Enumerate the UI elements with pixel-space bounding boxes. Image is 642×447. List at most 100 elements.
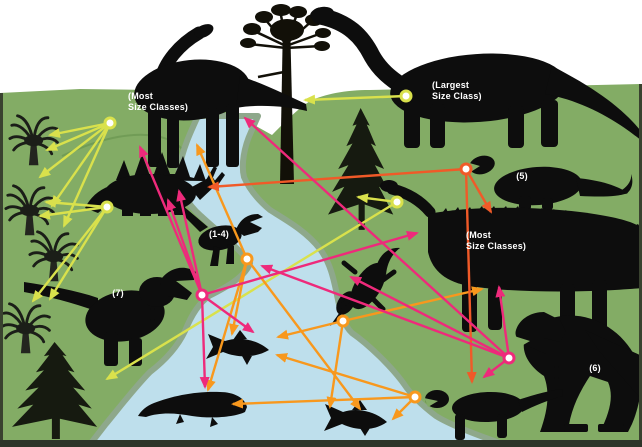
label-line: Size Classes) [128, 102, 188, 112]
leg [508, 106, 524, 148]
feeding-arrow-c5-23 [464, 168, 493, 214]
label-line: (1-4) [209, 229, 229, 239]
consumer-node-theropod-1-4 [240, 252, 254, 266]
neck [311, 7, 411, 95]
feeding-arrow-c2-5 [44, 197, 108, 209]
leg [497, 414, 507, 438]
feeding-arrow-c2-8 [48, 206, 109, 301]
feeding-arrow-c3-9 [356, 193, 398, 204]
theropod-5-silhouette [466, 155, 633, 210]
consumer-node-stegosaurus [100, 200, 114, 214]
label-line: (6) [589, 363, 601, 373]
feeding-arrow-c6-15 [246, 258, 362, 411]
feeding-arrow-c9-31 [495, 285, 511, 359]
neck [386, 183, 436, 218]
tail-tip [622, 174, 633, 194]
leg [541, 100, 558, 147]
feeding-arrow-c8-29 [201, 294, 255, 334]
leg [210, 246, 220, 266]
consumer-node-diplodocid [390, 195, 404, 209]
feeding-arrow-c1-4 [62, 122, 112, 228]
label-line: (Most [128, 91, 153, 101]
amphibian-silhouette [138, 391, 247, 427]
leg [176, 414, 184, 424]
consumer-node-theropod-7 [195, 288, 209, 302]
head [160, 267, 196, 300]
label-line: Size Class) [432, 91, 482, 101]
consumer-nodes-layer [100, 89, 516, 404]
foot [564, 424, 588, 432]
feeding-arrow-c1-0 [48, 121, 111, 138]
consumer-node-crocodile [336, 314, 350, 328]
arm [554, 366, 559, 379]
head [194, 24, 214, 38]
arm [150, 308, 155, 321]
feeding-arrow-c4-11 [303, 94, 407, 105]
feeding-arrow-c9-35 [260, 264, 510, 360]
leg [226, 104, 239, 167]
border-bottom [0, 440, 642, 447]
label-line: (7) [112, 288, 124, 298]
feeding-arrow-c1-3 [50, 122, 111, 208]
feeding-arrow-c6-12 [195, 143, 249, 260]
theropod-7-silhouette [24, 267, 196, 366]
largest-sauropod-label: (Largest Size Class) [432, 80, 482, 101]
back-plates [116, 152, 206, 181]
consumer-node-walking-theropod [408, 390, 422, 404]
feeding-arrow-c7-18 [342, 286, 484, 323]
leg [104, 332, 118, 366]
theropod-7-label: (7) [112, 288, 124, 298]
leg [206, 108, 219, 167]
tail [545, 66, 642, 142]
border-right [639, 84, 642, 447]
theropod-5-label: (5) [516, 171, 528, 181]
feeding-arrow-c7-17 [326, 320, 345, 409]
largest-sauropod-silhouette [310, 6, 642, 148]
body [198, 225, 242, 251]
diplodocid-silhouette [380, 180, 642, 332]
body [494, 166, 582, 206]
feeding-arrow-c1-2 [38, 122, 111, 179]
feeding-arrow-c9-32 [349, 275, 510, 360]
leg [404, 98, 420, 148]
leg [226, 244, 234, 264]
body [428, 207, 642, 292]
feeding-arrow-c8-26 [176, 189, 204, 296]
head [515, 312, 566, 354]
feeding-arrow-c5-22 [207, 167, 467, 192]
feeding-arrow-c5-24 [464, 168, 477, 384]
theropod-6-label: (6) [589, 363, 601, 373]
diplodocid-label: (Most Size Classes) [466, 230, 526, 251]
leg [519, 196, 531, 210]
body [85, 290, 165, 342]
label-line: (Largest [432, 80, 469, 90]
consumer-node-sauropod-left [103, 116, 117, 130]
body [452, 391, 524, 423]
consumer-node-largest-sauropod [399, 89, 413, 103]
theropod-1-4-label: (1-4) [209, 229, 229, 239]
feeding-arrows-layer [31, 94, 511, 421]
head [236, 214, 263, 236]
feeding-arrow-c10-21 [231, 395, 416, 409]
tail-spike [206, 166, 217, 182]
back [585, 330, 642, 400]
fin [242, 356, 252, 365]
consumer-node-theropod-6 [502, 351, 516, 365]
border-left [0, 93, 3, 447]
walking-theropod-silhouette [424, 389, 563, 440]
dorsal-fin [233, 330, 247, 340]
sauropod-left-label: (Most Size Classes) [128, 91, 188, 112]
leg [158, 207, 169, 216]
leg [167, 112, 179, 168]
sauropod-left-silhouette [134, 24, 307, 168]
feeding-arrow-c2-7 [31, 206, 108, 303]
leg [542, 198, 553, 210]
mouth-gap [424, 398, 438, 407]
label-line: Size Classes) [466, 241, 526, 251]
body [324, 404, 387, 431]
feeding-arrow-c8-25 [138, 145, 204, 296]
fin [360, 428, 370, 436]
tail [518, 389, 563, 412]
leg [210, 417, 218, 427]
